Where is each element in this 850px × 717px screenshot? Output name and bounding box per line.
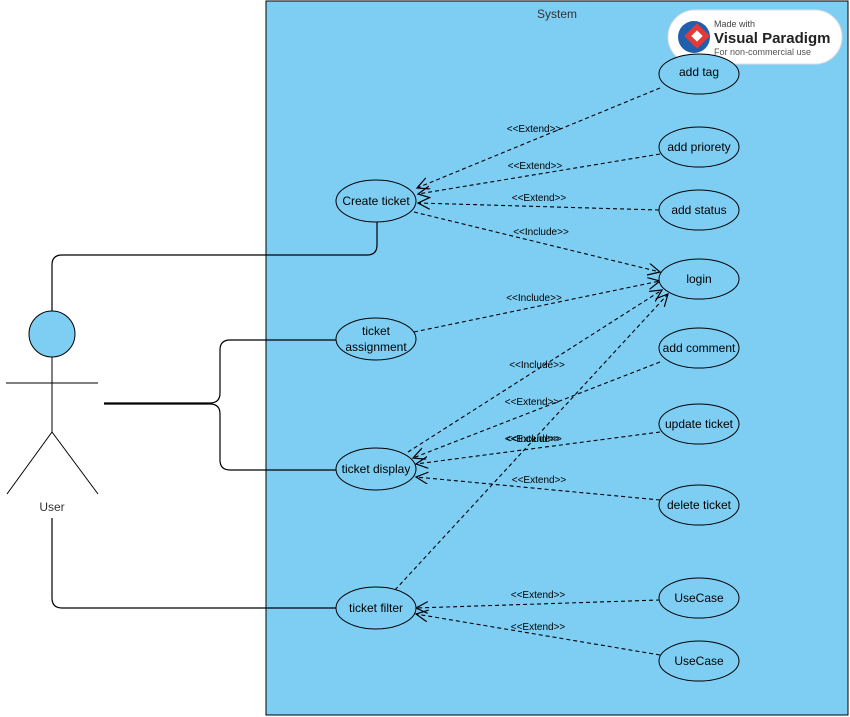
watermark-sub: For non-commercial use <box>714 47 811 57</box>
use-case-label: ticket <box>362 324 391 338</box>
association-ticket-display[interactable] <box>104 403 336 471</box>
relation-label-ticket-assignment-login: <<Include>> <box>506 293 562 304</box>
actor-head <box>28 310 76 358</box>
relation-label-update-ticket-include: <<Include>> <box>506 434 562 445</box>
use-case-label: add priorety <box>667 140 730 154</box>
use-case-add-comment[interactable]: add comment <box>658 327 740 369</box>
use-case-label: UseCase <box>674 654 724 668</box>
relation-add-tag-to-create-ticket[interactable] <box>417 87 661 188</box>
use-case-usecase-2[interactable]: UseCase <box>658 640 740 682</box>
use-case-usecase-1[interactable]: UseCase <box>658 577 740 619</box>
use-case-add-status[interactable]: add status <box>658 189 740 231</box>
relation-add-status-to-create-ticket[interactable] <box>418 203 660 211</box>
relation-label-usecase-1: <<Extend>> <box>511 590 566 601</box>
actor-user[interactable]: User <box>6 310 99 514</box>
use-case-ticket-filter[interactable]: ticket filter <box>335 586 417 630</box>
use-case-label: UseCase <box>674 591 724 605</box>
relation-label-add-priorety: <<Extend>> <box>508 161 563 172</box>
relation-add-comment-to-ticket-display[interactable] <box>413 361 661 458</box>
watermark-brand: Visual Paradigm <box>714 30 830 47</box>
association-ticket-filter[interactable] <box>51 518 336 609</box>
watermark-made-with: Made with <box>714 19 755 29</box>
actor-right-leg <box>51 431 99 495</box>
relation-delete-ticket-to-ticket-display[interactable] <box>416 477 661 501</box>
relation-label-delete-ticket: <<Extend>> <box>512 475 567 486</box>
use-case-ticket-display[interactable]: ticket display <box>335 447 417 491</box>
relation-label-add-tag: <<Extend>> <box>507 124 562 135</box>
use-case-login[interactable]: login <box>658 258 740 300</box>
use-case-label: login <box>686 272 711 286</box>
use-case-update-ticket[interactable]: update ticket <box>658 403 740 445</box>
visual-paradigm-logo-icon <box>678 21 710 53</box>
use-case-label: ticket display <box>342 462 411 476</box>
relation-label-create-ticket-login: <<Include>> <box>513 227 569 238</box>
use-case-ticket-assignment[interactable]: ticket assignment <box>335 317 417 361</box>
relation-labels: <<Extend>> <<Extend>> <<Extend>> <<Inclu… <box>505 124 569 633</box>
relation-usecase-1-to-ticket-filter[interactable] <box>416 599 661 608</box>
relation-label-add-status: <<Extend>> <box>512 193 567 204</box>
relation-ticket-display-to-login[interactable] <box>407 290 662 453</box>
use-case-label: assignment <box>345 340 407 354</box>
use-case-label: add status <box>671 203 726 217</box>
use-case-label: ticket filter <box>349 601 403 615</box>
use-case-add-tag[interactable]: add tag <box>658 53 740 95</box>
associations <box>51 222 378 609</box>
relation-label-ticket-display-login: <<Include>> <box>509 360 565 371</box>
use-case-label: update ticket <box>665 417 734 431</box>
actor-label: User <box>39 500 64 514</box>
use-case-add-priorety[interactable]: add priorety <box>658 126 740 168</box>
association-create-ticket[interactable] <box>51 222 378 311</box>
watermark-badge <box>667 9 843 65</box>
use-case-label: delete ticket <box>667 498 732 512</box>
relation-add-priorety-to-create-ticket[interactable] <box>418 153 661 194</box>
use-case-label: Create ticket <box>342 194 410 208</box>
relation-create-ticket-to-login[interactable] <box>413 211 660 272</box>
system-label: System <box>537 7 577 21</box>
relation-update-ticket-to-ticket-display[interactable] <box>416 431 661 464</box>
relation-usecase-2-to-ticket-filter[interactable] <box>416 614 661 656</box>
actor-left-leg <box>6 431 53 495</box>
relation-label-update-ticket: <<Extend>> <box>505 434 560 445</box>
visual-paradigm-watermark: Made with Visual Paradigm For non-commer… <box>667 9 843 65</box>
relation-label-add-comment: <<Extend>> <box>505 397 560 408</box>
association-ticket-assignment[interactable] <box>104 339 336 404</box>
use-case-label: add tag <box>679 65 719 79</box>
use-case-delete-ticket[interactable]: delete ticket <box>658 484 740 526</box>
relations <box>394 87 668 656</box>
relation-label-usecase-2: <<Extend>> <box>511 622 566 633</box>
use-case-label: add comment <box>663 341 736 355</box>
use-case-create-ticket[interactable]: Create ticket <box>335 179 417 223</box>
